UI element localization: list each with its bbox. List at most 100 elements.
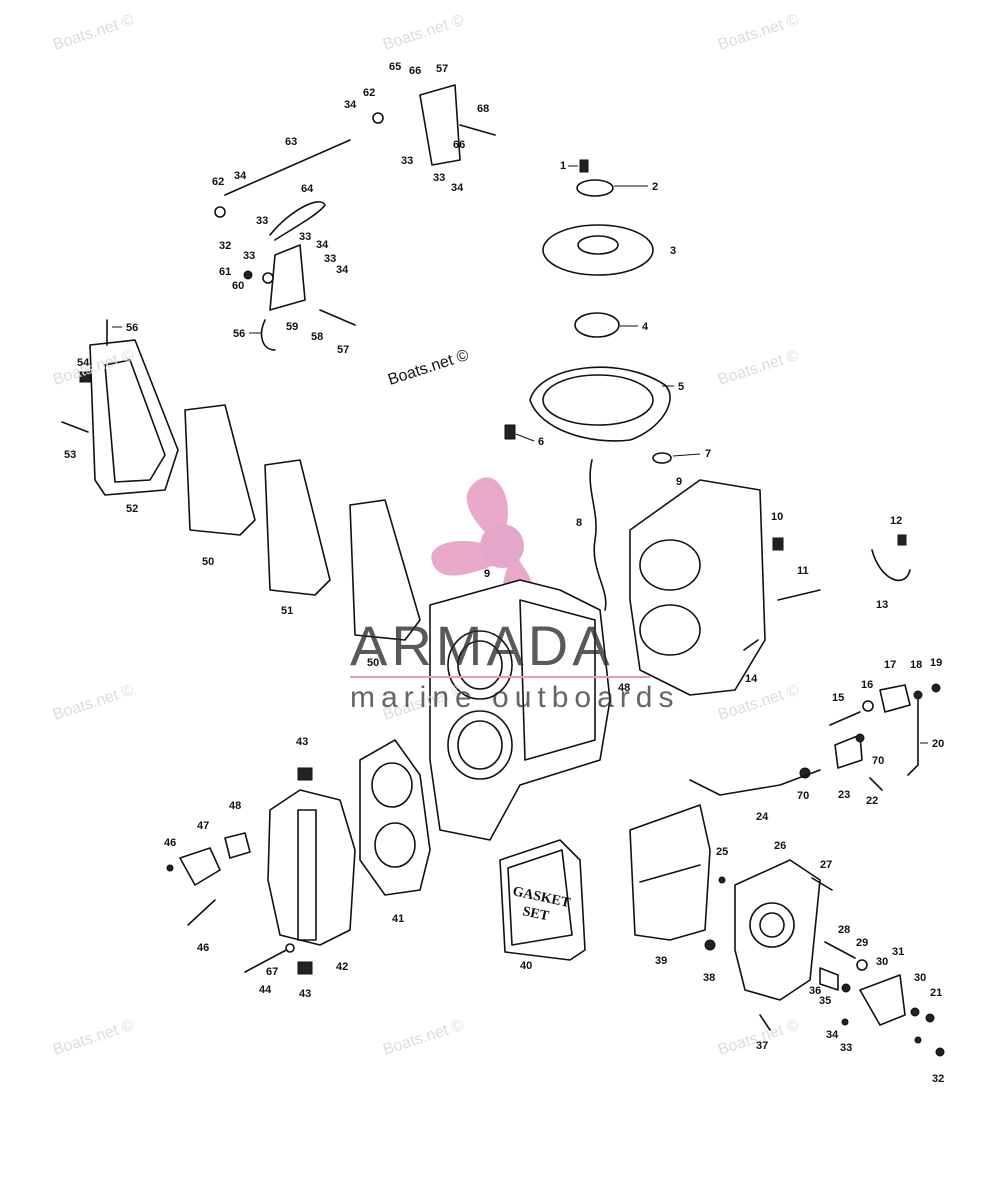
callout-39: 39 bbox=[655, 955, 667, 967]
callout-38: 38 bbox=[703, 972, 715, 984]
watermark-12: Boats.net © bbox=[716, 1017, 801, 1059]
callout-56a: 56 bbox=[126, 322, 138, 334]
armada-sub: marine outboards bbox=[350, 681, 679, 714]
callout-10: 10 bbox=[771, 511, 783, 523]
callout-56b: 56 bbox=[233, 328, 245, 340]
watermark-3: Boats.net © bbox=[716, 12, 801, 54]
callout-70a: 70 bbox=[872, 755, 884, 767]
callout-62a: 62 bbox=[363, 87, 375, 99]
screw-27 bbox=[811, 877, 833, 891]
plug-25 bbox=[718, 876, 726, 884]
washer-29 bbox=[856, 959, 868, 971]
exhaust-cover-group bbox=[61, 319, 421, 641]
nut-61 bbox=[243, 270, 253, 280]
callout-8: 8 bbox=[576, 517, 582, 529]
callout-28: 28 bbox=[838, 924, 850, 936]
screw-12 bbox=[897, 534, 907, 546]
bypass-cover-group bbox=[166, 767, 356, 975]
plug-54 bbox=[79, 371, 91, 383]
thermostat-47 bbox=[179, 847, 221, 886]
gasket-48 bbox=[224, 832, 251, 859]
callout-59: 59 bbox=[286, 321, 298, 333]
callout-52: 52 bbox=[126, 503, 138, 515]
callout-25: 25 bbox=[716, 846, 728, 858]
watermark-1: Boats.net © bbox=[51, 12, 136, 54]
washer-69 bbox=[285, 943, 295, 953]
callout-46a: 46 bbox=[164, 837, 176, 849]
housing-26 bbox=[734, 859, 821, 1001]
callout-labels: 1 2 3 4 5 6 7 8 9 9 10 11 12 13 14 15 16… bbox=[64, 61, 944, 1085]
callout-26: 26 bbox=[774, 840, 786, 852]
callout-23: 23 bbox=[838, 789, 850, 801]
callout-32b: 32 bbox=[219, 240, 231, 252]
washer-21 bbox=[925, 1013, 935, 1023]
watermark-2: Boats.net © bbox=[381, 12, 466, 54]
washer-16 bbox=[862, 700, 874, 712]
throttle-linkage-assembly bbox=[214, 84, 496, 351]
watermark-7: Boats.net © bbox=[51, 682, 136, 724]
watermark-5: Boats.net © bbox=[386, 347, 471, 389]
callout-11: 11 bbox=[797, 565, 809, 577]
ball-joint-62 bbox=[372, 112, 384, 124]
clamp-13 bbox=[871, 549, 911, 582]
callout-64: 64 bbox=[301, 183, 314, 195]
callout-34c: 34 bbox=[451, 182, 464, 194]
callout-3: 3 bbox=[670, 245, 676, 257]
callout-9b: 9 bbox=[676, 476, 682, 488]
link-rod-63 bbox=[224, 139, 351, 196]
callout-34e: 34 bbox=[336, 264, 349, 276]
callout-57b: 57 bbox=[337, 344, 349, 356]
callout-34a: 34 bbox=[344, 99, 357, 111]
link-20 bbox=[907, 699, 919, 776]
link-64 bbox=[269, 201, 326, 241]
nut-30 bbox=[910, 1007, 920, 1017]
callout-51: 51 bbox=[281, 605, 293, 617]
callout-50b: 50 bbox=[367, 657, 379, 669]
callout-44: 44 bbox=[259, 984, 272, 996]
screw-15 bbox=[829, 711, 861, 726]
callout-43a: 43 bbox=[296, 736, 308, 748]
callout-63: 63 bbox=[285, 136, 297, 148]
stator-plate-5 bbox=[529, 366, 671, 442]
callout-46b: 46 bbox=[197, 942, 209, 954]
washer-60 bbox=[262, 272, 274, 284]
screw-1 bbox=[579, 159, 589, 173]
screw-57 bbox=[319, 309, 356, 326]
crankcase bbox=[629, 479, 821, 696]
seal-2 bbox=[576, 179, 614, 197]
callout-33g: 33 bbox=[840, 1042, 852, 1054]
callout-54: 54 bbox=[77, 357, 90, 369]
screw-53 bbox=[61, 421, 89, 433]
callout-62b: 62 bbox=[212, 176, 224, 188]
callout-5: 5 bbox=[678, 381, 684, 393]
callout-6: 6 bbox=[538, 436, 544, 448]
callout-58: 58 bbox=[311, 331, 323, 343]
callout-57a: 57 bbox=[436, 63, 448, 75]
head-gasket bbox=[359, 739, 431, 896]
bracket-67 bbox=[419, 84, 461, 166]
callout-61: 61 bbox=[219, 266, 231, 278]
armada-brand: ARMADA bbox=[350, 614, 614, 677]
callout-30a: 30 bbox=[876, 956, 888, 968]
clamp-group bbox=[871, 534, 911, 582]
callout-33e: 33 bbox=[243, 250, 255, 262]
pin-28 bbox=[824, 941, 856, 959]
gasket-4 bbox=[574, 312, 620, 338]
screw-14 bbox=[743, 639, 759, 651]
watermark-6: Boats.net © bbox=[716, 347, 801, 389]
cap-43 bbox=[297, 767, 313, 781]
callout-37: 37 bbox=[756, 1040, 768, 1052]
screw-19 bbox=[931, 683, 941, 693]
callout-33f: 33 bbox=[324, 253, 336, 265]
hose-8 bbox=[589, 459, 607, 611]
callout-48b: 48 bbox=[618, 682, 630, 694]
callout-69: 67 bbox=[266, 966, 278, 978]
callout-27: 27 bbox=[820, 859, 832, 871]
callout-34b: 34 bbox=[234, 170, 247, 182]
callout-43b: 43 bbox=[299, 988, 311, 1000]
callout-19: 19 bbox=[930, 657, 942, 669]
callout-66b: 66 bbox=[453, 139, 465, 151]
callout-18: 18 bbox=[910, 659, 922, 671]
